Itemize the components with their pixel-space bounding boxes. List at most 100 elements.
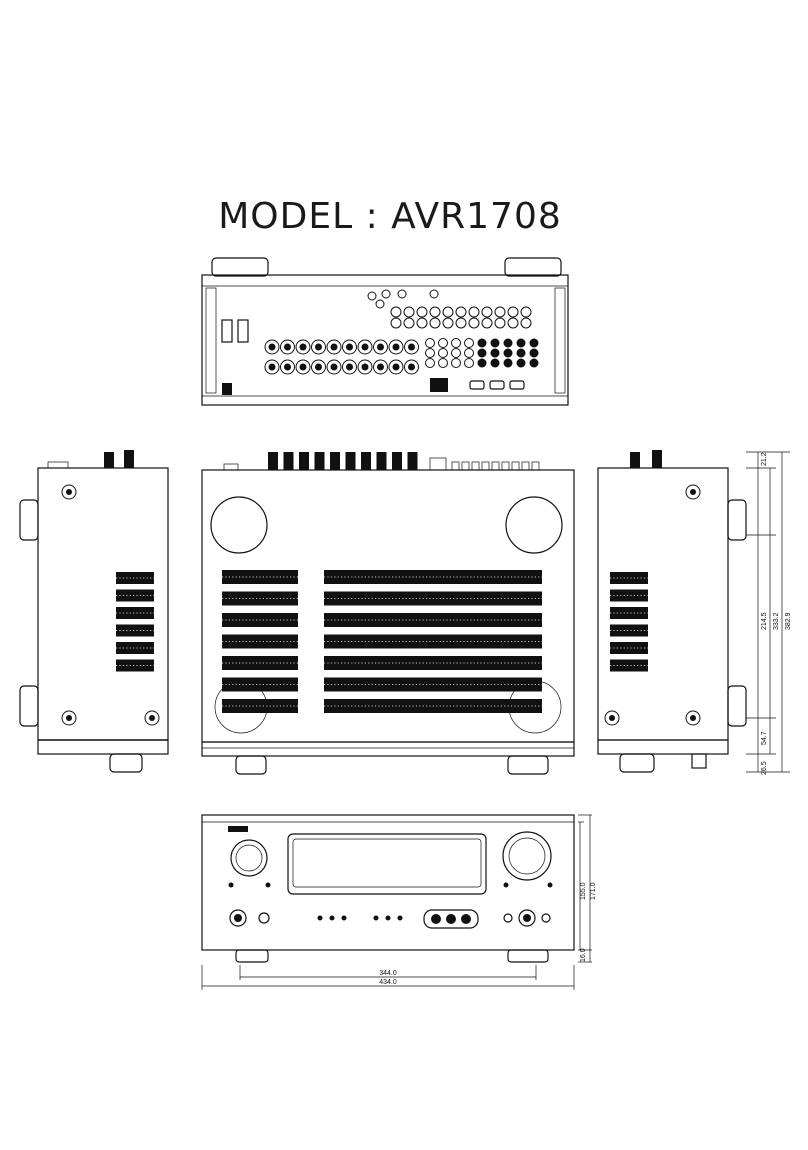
top-jack <box>471 461 480 471</box>
rear-jack <box>529 348 539 358</box>
rear-jack <box>503 338 513 348</box>
dim-155-0: 155.0 <box>580 882 587 900</box>
rear-jack <box>468 306 480 318</box>
top-terminal <box>283 452 294 470</box>
rear-terminal-core <box>315 343 322 351</box>
rear-foot-left <box>211 257 269 277</box>
vent-slot <box>610 624 648 637</box>
rear-jack <box>507 306 519 318</box>
rear-jack <box>397 289 407 299</box>
rear-jack <box>516 358 526 368</box>
top-terminal <box>268 452 278 470</box>
rear-terminal-core <box>284 363 291 371</box>
rear-jack <box>520 306 532 318</box>
vent-slot <box>610 572 648 584</box>
rear-terminal-core <box>361 363 369 371</box>
top-jack <box>451 461 460 471</box>
top-terminal <box>330 452 340 470</box>
rear-jack <box>442 317 454 329</box>
rear-terminal-core <box>284 343 291 351</box>
rear-terminal-core <box>299 343 307 351</box>
rear-terminal-core <box>346 343 353 351</box>
rear-terminal-core <box>299 363 307 371</box>
front-panel-outline <box>201 814 575 951</box>
rear-terminal-core <box>268 343 276 351</box>
rear-jack <box>390 317 402 329</box>
top-jack <box>531 461 540 471</box>
rear-jack <box>367 291 377 301</box>
top-terminal <box>376 452 387 470</box>
rear-terminal-core <box>315 363 322 371</box>
vent-slot <box>116 624 154 637</box>
rear-jack <box>529 338 539 348</box>
dim-171-0: 171.0 <box>590 882 597 900</box>
top-terminal <box>407 452 418 470</box>
rear-jack <box>490 338 500 348</box>
rear-jack <box>516 348 526 358</box>
rear-jack <box>451 338 461 348</box>
rear-jack <box>477 358 487 368</box>
top-jack <box>491 461 500 471</box>
rear-terminal-core <box>408 363 415 371</box>
rear-jack <box>477 348 487 358</box>
rear-jack <box>451 358 461 368</box>
dim-434-0: 434.0 <box>379 979 397 986</box>
rear-jack <box>425 358 435 368</box>
rear-jack <box>429 306 441 318</box>
rear-jack <box>464 358 474 368</box>
front-view: 155.0 171.0 16.0 344.0 434.0 <box>201 814 597 990</box>
top-terminal <box>314 452 325 470</box>
top-jack <box>501 461 510 471</box>
rear-jack <box>481 317 493 329</box>
left-side-vents <box>116 572 154 672</box>
rear-terminal-core <box>377 343 384 351</box>
top-terminal <box>345 452 356 470</box>
top-view <box>201 452 575 775</box>
power-inlet <box>430 378 448 392</box>
rear-terminal-core <box>377 363 384 371</box>
left-side-outline <box>37 467 169 741</box>
rear-jack <box>381 289 391 299</box>
rear-jack <box>425 348 435 358</box>
right-side-outline <box>597 467 729 741</box>
top-terminal <box>392 452 402 470</box>
rear-terminal-core <box>330 363 338 371</box>
left-side-view <box>19 450 169 773</box>
rear-terminal-core <box>392 363 400 371</box>
rear-jack <box>416 317 428 329</box>
dim-344-0: 344.0 <box>379 970 397 977</box>
rear-jack <box>390 306 402 318</box>
top-vents <box>222 570 542 713</box>
top-speaker-terminals <box>223 452 540 471</box>
vent-slot <box>116 572 154 584</box>
rear-jack <box>464 338 474 348</box>
rear-jack <box>464 348 474 358</box>
rear-panel-outline <box>201 274 569 406</box>
rear-jack <box>416 306 428 318</box>
vent-slot <box>116 607 154 619</box>
rear-jack <box>455 306 467 318</box>
rear-jack <box>442 306 454 318</box>
rear-jack <box>403 317 415 329</box>
rear-terminal-core <box>408 343 415 351</box>
rear-jack <box>438 338 448 348</box>
rear-jack <box>529 358 539 368</box>
rear-jack <box>468 317 480 329</box>
rear-jack <box>429 317 441 329</box>
rear-jack <box>403 306 415 318</box>
dim-54-7: 54.7 <box>761 731 768 745</box>
vent-slot <box>610 607 648 619</box>
vent-slot <box>116 659 154 672</box>
rear-jack <box>477 338 487 348</box>
top-jack <box>481 461 490 471</box>
top-jack <box>521 461 530 471</box>
rear-jack <box>520 317 532 329</box>
rear-jack <box>455 317 467 329</box>
rear-jack <box>481 306 493 318</box>
rear-jack <box>438 348 448 358</box>
rear-jack <box>490 358 500 368</box>
input-selector-knob <box>230 839 268 877</box>
rear-terminal-core <box>361 343 369 351</box>
top-terminal <box>299 452 309 470</box>
